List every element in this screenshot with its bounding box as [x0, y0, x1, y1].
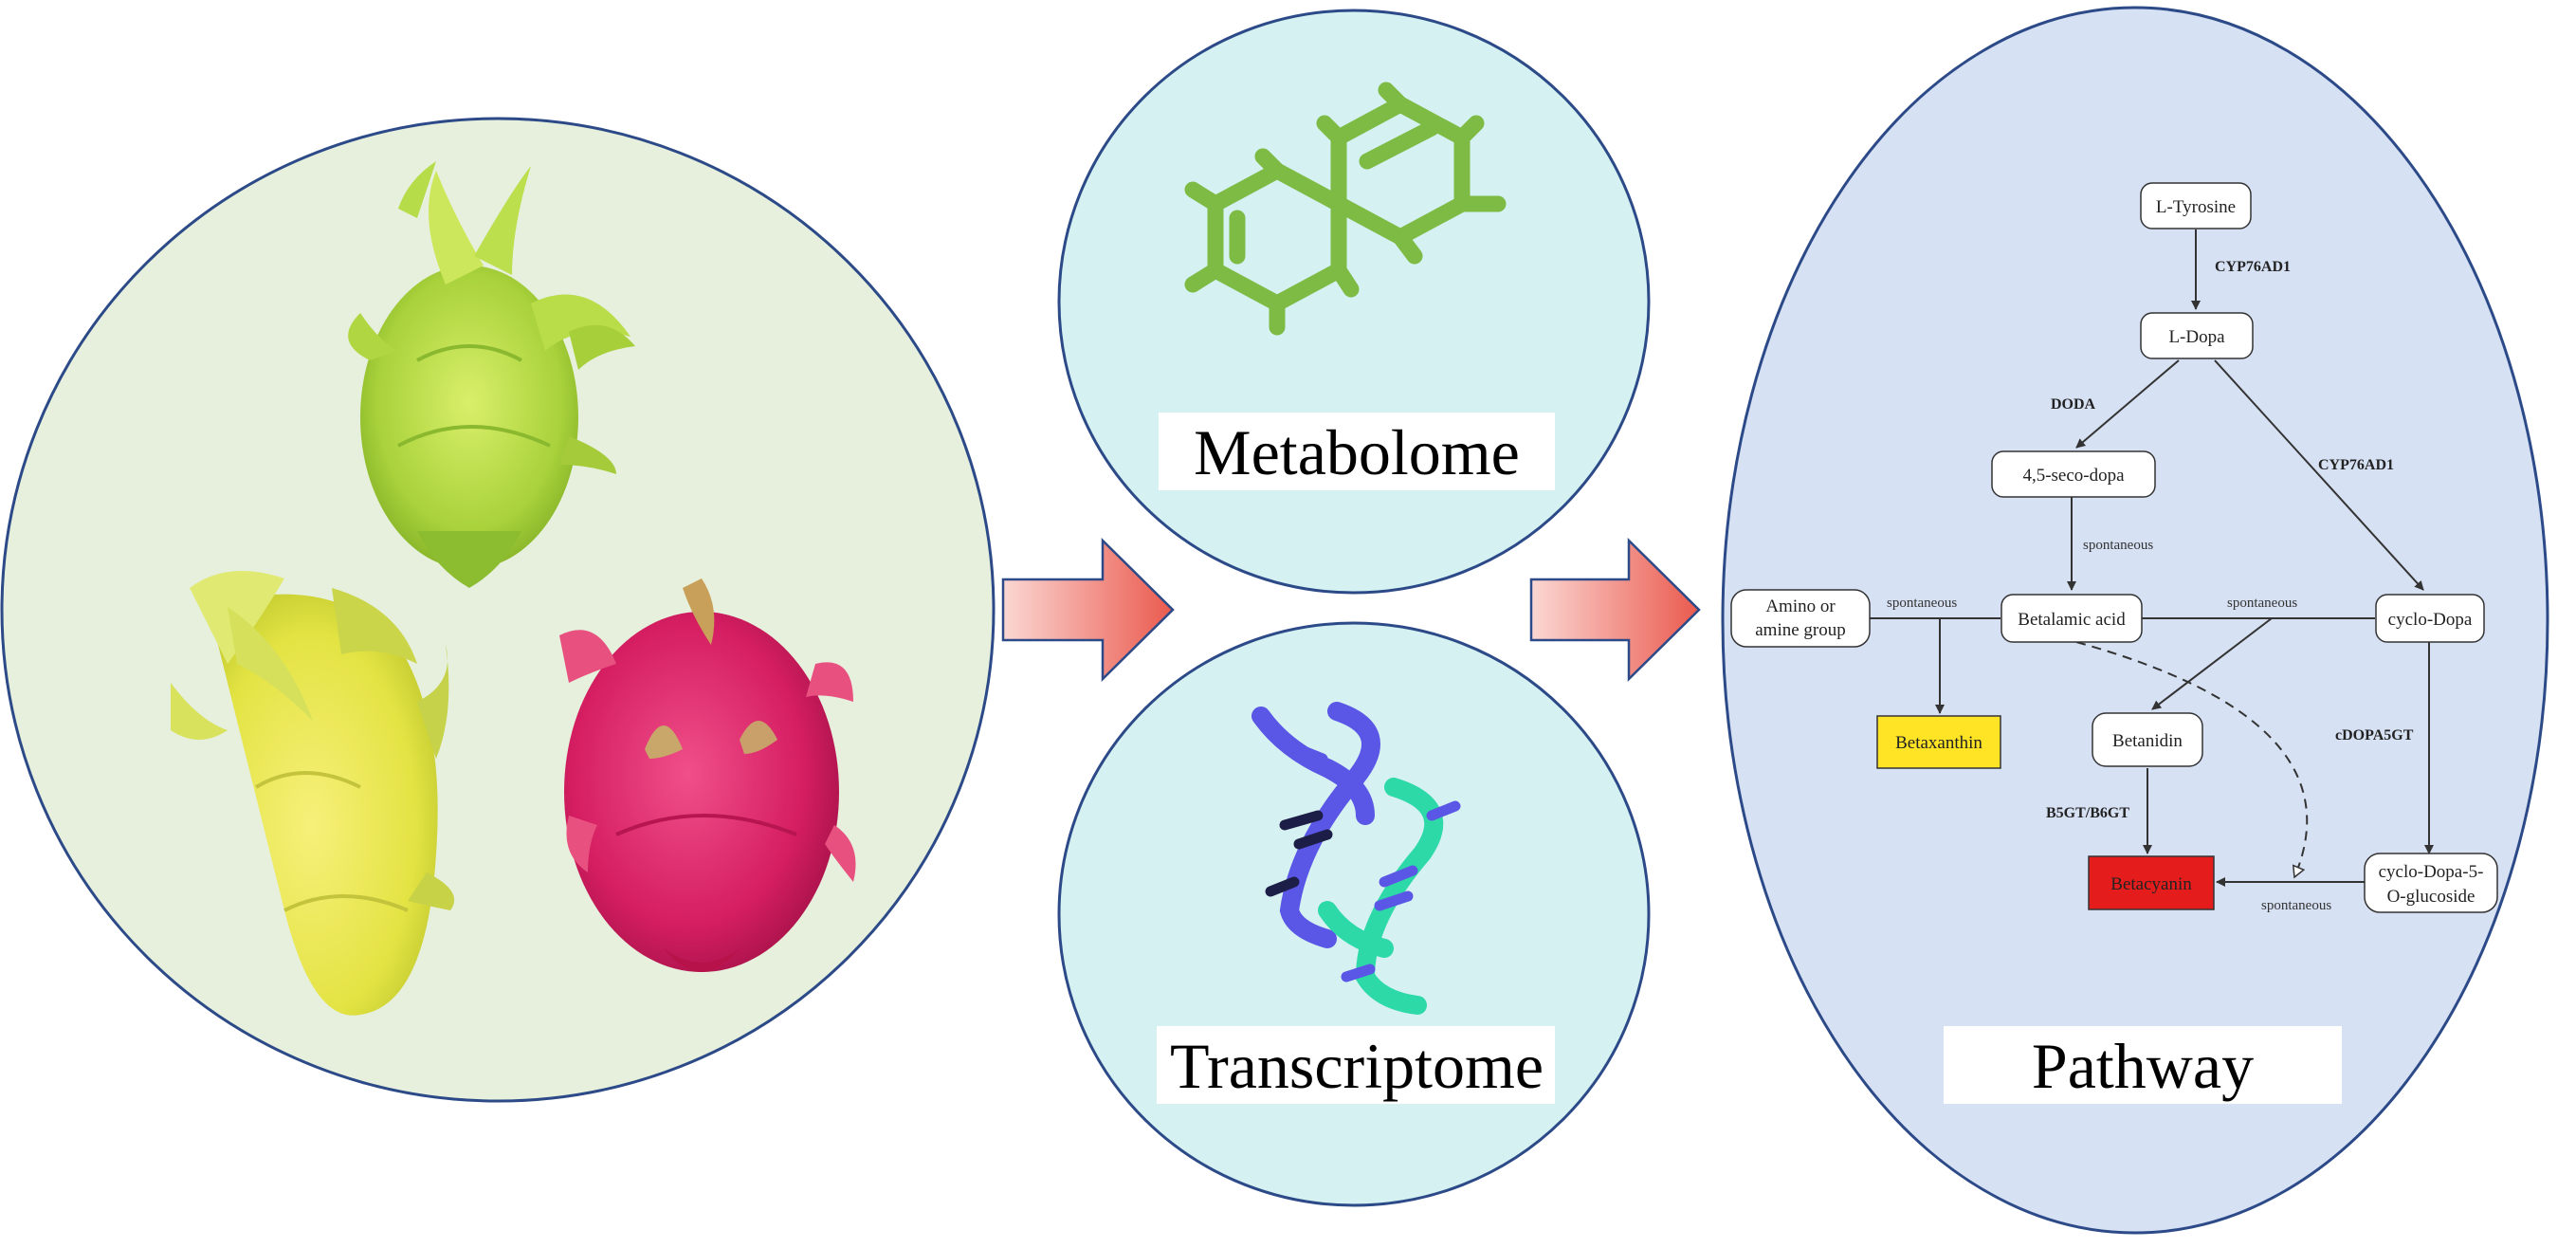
- node-cyclo-dopa-5-o-glucoside: cyclo-Dopa-5- O-glucoside: [2364, 853, 2498, 913]
- double-helix-dna-icon: [1251, 702, 1461, 1015]
- svg-text:cyclo-Dopa-5-: cyclo-Dopa-5-: [2379, 862, 2484, 882]
- arrow-to-omics-icon: [1001, 538, 1175, 682]
- node-l-dopa: L-Dopa: [2140, 312, 2254, 359]
- fruit-panel: [0, 117, 996, 1103]
- transcriptome-label-bg: [1157, 1026, 1555, 1104]
- svg-text:Betalamic acid: Betalamic acid: [2018, 610, 2126, 630]
- arrow-to-pathway-icon: [1529, 538, 1701, 682]
- svg-text:L-Dopa: L-Dopa: [2168, 327, 2225, 347]
- metabolome-circle: [1057, 9, 1651, 595]
- transcriptome-panel: Transcriptome: [1057, 621, 1651, 1207]
- enzyme-cyp76ad1-right: CYP76AD1: [2318, 457, 2394, 473]
- naphthalene-molecule-icon: [1184, 82, 1507, 336]
- transcriptome-label: Transcriptome: [1170, 1030, 1544, 1102]
- metabolome-panel: Metabolome: [1057, 9, 1651, 595]
- spontaneous-seco-label: spontaneous: [2083, 538, 2153, 553]
- svg-text:amine group: amine group: [1755, 620, 1846, 640]
- node-amino-group: Amino or amine group: [1730, 589, 1871, 648]
- svg-text:Betacyanin: Betacyanin: [2110, 874, 2192, 894]
- pathway-edges: [1870, 229, 2434, 887]
- enzyme-b5gt-b6gt: B5GT/B6GT: [2046, 805, 2129, 821]
- svg-text:4,5-seco-dopa: 4,5-seco-dopa: [2022, 466, 2125, 486]
- yellow-pitaya-image: [171, 571, 455, 1016]
- node-betalamic-acid: Betalamic acid: [2001, 594, 2143, 643]
- metabolome-label-bg: [1159, 413, 1555, 490]
- svg-text:O-glucoside: O-glucoside: [2387, 887, 2476, 907]
- enzyme-cyp76ad1-top: CYP76AD1: [2215, 259, 2291, 275]
- enzyme-cdopa5gt: cDOPA5GT: [2335, 727, 2414, 743]
- node-l-tyrosine: L-Tyrosine: [2140, 182, 2252, 229]
- node-betaxanthin: Betaxanthin: [1876, 715, 2001, 769]
- spontaneous-amino-label: spontaneous: [1887, 596, 1957, 611]
- pathway-label: Pathway: [2032, 1030, 2254, 1102]
- node-betacyanin: Betacyanin: [2088, 855, 2215, 910]
- svg-text:Amino or: Amino or: [1765, 596, 1836, 616]
- spontaneous-cyclo-label: spontaneous: [2227, 596, 2297, 611]
- pathway-panel: L-Tyrosine L-Dopa 4,5-seco-dopa Betalami…: [1721, 6, 2549, 1235]
- svg-text:cyclo-Dopa: cyclo-Dopa: [2388, 610, 2473, 630]
- metabolome-label: Metabolome: [1194, 416, 1520, 488]
- svg-text:Betanidin: Betanidin: [2112, 731, 2183, 751]
- svg-text:Betaxanthin: Betaxanthin: [1895, 733, 1982, 753]
- red-pitaya-image: [559, 578, 856, 972]
- pathway-label-bg: [1944, 1026, 2342, 1104]
- svg-text:L-Tyrosine: L-Tyrosine: [2156, 197, 2236, 217]
- spontaneous-bottom-label: spontaneous: [2261, 898, 2331, 913]
- green-pitaya-image: [348, 161, 635, 588]
- node-cyclo-dopa: cyclo-Dopa: [2375, 594, 2485, 643]
- node-betanidin: Betanidin: [2092, 712, 2203, 767]
- enzyme-doda: DODA: [2051, 396, 2096, 413]
- node-seco-dopa: 4,5-seco-dopa: [1991, 450, 2156, 498]
